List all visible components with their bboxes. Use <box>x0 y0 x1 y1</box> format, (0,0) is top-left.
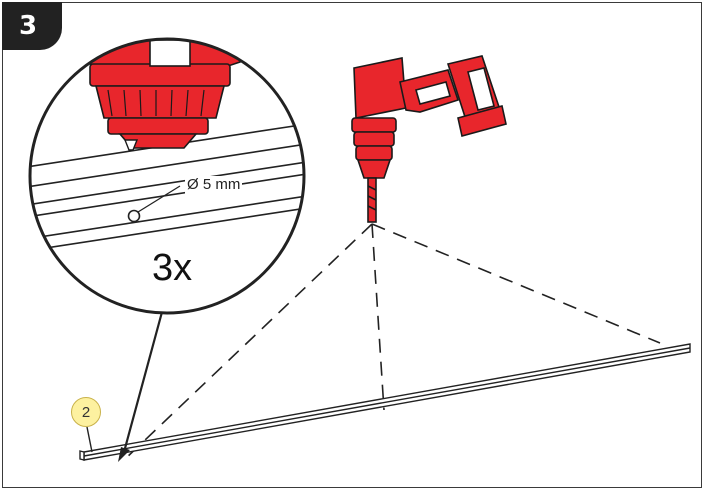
guide-line-right <box>371 223 661 344</box>
guide-line-center <box>371 223 385 411</box>
step-number-badge: 3 <box>2 2 62 50</box>
magnified-detail <box>28 37 306 315</box>
hole-diameter-label: Ø 5 mm <box>185 176 243 194</box>
drill-hole-marker <box>127 209 141 223</box>
repeat-count-label: 3x <box>148 246 197 290</box>
part-number-badge: 2 <box>71 397 101 427</box>
part-leader-line <box>86 426 93 453</box>
drill-guide-lines <box>123 223 661 461</box>
cordless-drill-icon <box>351 55 507 223</box>
guide-line-left <box>123 223 373 461</box>
hole-leader-line <box>137 185 181 213</box>
rail-profile <box>79 343 691 461</box>
callout-arrow <box>118 311 164 462</box>
